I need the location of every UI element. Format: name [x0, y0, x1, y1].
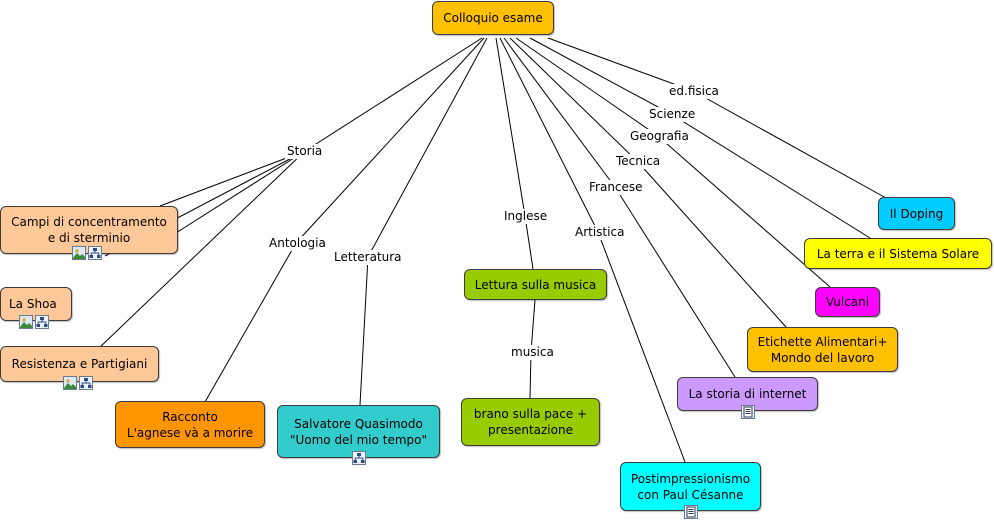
connector: [636, 160, 787, 328]
node-label-line2: con Paul Césanne: [637, 487, 744, 502]
node-la-storia-di-internet[interactable]: La storia di internet: [677, 377, 818, 411]
concept-map-icon[interactable]: [88, 246, 102, 260]
node-label-line2: presentazione: [488, 423, 573, 437]
connector: [515, 37, 659, 137]
connector: [98, 150, 306, 349]
document-icon[interactable]: [741, 405, 755, 419]
image-icon[interactable]: [63, 376, 77, 390]
node-label-line1: brano sulla pace +: [473, 407, 588, 421]
link-label-francese: Francese: [587, 180, 645, 195]
node-icons: [684, 505, 698, 519]
node-label: La terra e il Sistema Solare: [816, 246, 980, 261]
node-lettura-sulla-musica[interactable]: Lettura sulla musica: [464, 269, 607, 300]
connector: [503, 37, 616, 188]
node-brano-sulla-pace[interactable]: brano sulla pace + presentazione: [461, 398, 600, 446]
link-label-ed-fisica: ed.fisica: [667, 84, 721, 99]
node-il-doping[interactable]: Il Doping: [878, 197, 955, 230]
node-label-line2: L'agnese và a morire: [126, 425, 254, 440]
node-label-line1: Campi di concentramento: [11, 215, 167, 229]
node-label-line1: Salvatore Quasimodo: [294, 416, 423, 431]
node-label-line2: "Uomo del mio tempo": [289, 432, 428, 447]
link-label-tecnica: Tecnica: [614, 154, 663, 169]
concept-map-icon[interactable]: [352, 451, 366, 465]
node-la-shoa[interactable]: La Shoa: [0, 287, 72, 321]
connector: [529, 37, 672, 115]
node-label-line2: Mondo del lavoro: [770, 350, 875, 365]
node-label: La storia di internet: [688, 387, 807, 401]
node-postimpressionismo[interactable]: Postimpressionismo con Paul Césanne: [620, 462, 761, 511]
connector: [509, 37, 638, 162]
node-label-line2: e di sterminio: [47, 231, 131, 245]
node-label: Vulcani: [825, 295, 870, 309]
node-label: La Shoa: [9, 297, 57, 311]
link-label-inglese: Inglese: [502, 209, 550, 224]
connector: [614, 186, 736, 378]
node-etichette-alimentari[interactable]: Etichette Alimentari+ Mondo del lavoro: [747, 327, 898, 372]
connector: [547, 37, 694, 92]
image-icon[interactable]: [19, 315, 33, 329]
connector: [359, 256, 369, 406]
node-label: Colloquio esame: [443, 11, 543, 25]
connector: [597, 231, 686, 463]
concept-map-icon[interactable]: [79, 376, 93, 390]
link-label-letteratura: Letteratura: [332, 250, 404, 265]
concept-map-icon[interactable]: [35, 315, 49, 329]
connector: [204, 242, 297, 403]
node-label-line1: Racconto: [162, 409, 218, 424]
node-icons: [741, 405, 755, 419]
node-resistenza-e-partigiani[interactable]: Resistenza e Partigiani: [0, 346, 159, 382]
node-label: Il Doping: [889, 206, 944, 221]
node-label: Lettura sulla musica: [474, 277, 597, 292]
link-label-antologia: Antologia: [267, 236, 328, 251]
connector: [295, 37, 485, 244]
node-label-line1: Postimpressionismo: [630, 471, 751, 486]
node-icons: [352, 451, 366, 465]
node-icons: [63, 376, 93, 390]
link-label-scienze: Scienze: [647, 107, 698, 122]
node-label-line1: Etichette Alimentari+: [757, 334, 888, 349]
connector: [367, 37, 488, 258]
connector: [692, 90, 887, 199]
node-vulcani[interactable]: Vulcani: [815, 287, 880, 317]
node-icons: [19, 315, 49, 329]
node-la-terra-e-il-sistema-solare[interactable]: La terra e il Sistema Solare: [804, 238, 992, 269]
connector: [167, 150, 306, 239]
connector: [499, 37, 599, 233]
node-icons: [72, 246, 102, 260]
node-salvatore-quasimodo[interactable]: Salvatore Quasimodo "Uomo del mio tempo": [277, 405, 440, 458]
image-icon[interactable]: [72, 246, 86, 260]
root-node-colloquio-esame[interactable]: Colloquio esame: [432, 1, 554, 35]
connector: [304, 37, 483, 152]
node-label: Resistenza e Partigiani: [11, 357, 148, 371]
connector: [530, 299, 536, 353]
node-racconto[interactable]: Racconto L'agnese và a morire: [115, 401, 265, 448]
connector: [159, 150, 306, 207]
link-label-storia: Storia: [285, 144, 325, 159]
document-icon[interactable]: [684, 505, 698, 519]
link-label-artistica: Artistica: [573, 225, 627, 240]
connector: [657, 135, 831, 288]
link-label-musica: musica: [509, 345, 556, 360]
link-label-geografia: Geografia: [628, 129, 691, 144]
connector: [524, 215, 534, 270]
connector: [495, 37, 526, 217]
connector: [670, 113, 871, 239]
